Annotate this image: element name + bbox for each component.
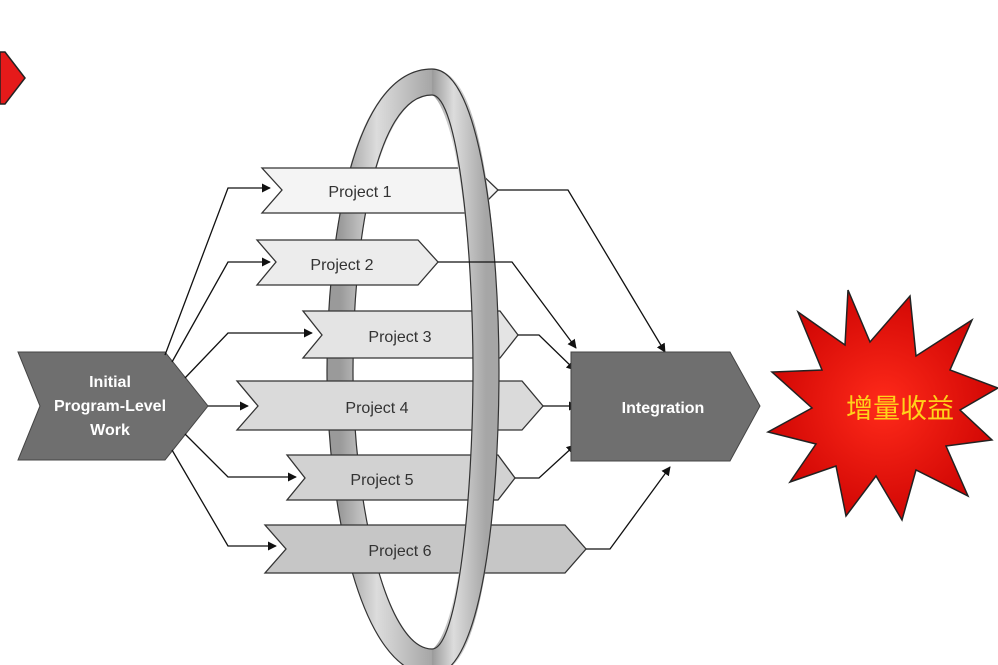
project-6: Project 6 <box>263 524 587 574</box>
initial-program-box: Initial Program-Level Work <box>17 351 209 461</box>
project-5-label: Project 5 <box>350 472 413 489</box>
ring-back <box>326 69 434 665</box>
incremental-benefit-burst: 增量收益 <box>765 289 998 522</box>
project-2: Project 2 <box>255 239 439 286</box>
project-4: Project 4 <box>235 380 544 431</box>
burst-label: 增量收益 <box>846 394 954 425</box>
project-4-label: Project 4 <box>345 400 408 417</box>
corner-marker-shape <box>0 51 26 105</box>
integration-label: Integration <box>622 400 705 417</box>
project-1-label: Project 1 <box>328 184 391 201</box>
project-5: Project 5 <box>285 454 516 501</box>
project-3-label: Project 3 <box>368 329 431 346</box>
project-3: Project 3 <box>301 310 519 359</box>
initial-box-line1: Initial <box>89 374 131 391</box>
integration-box: Integration <box>570 351 761 462</box>
incoming-arrows <box>164 183 313 551</box>
ring-front <box>429 69 500 665</box>
outgoing-arrows <box>438 189 671 550</box>
initial-box-line3: Work <box>90 422 130 439</box>
project-2-label: Project 2 <box>310 257 373 274</box>
initial-box-line2: Program-Level <box>54 398 166 415</box>
project-6-label: Project 6 <box>368 543 431 560</box>
